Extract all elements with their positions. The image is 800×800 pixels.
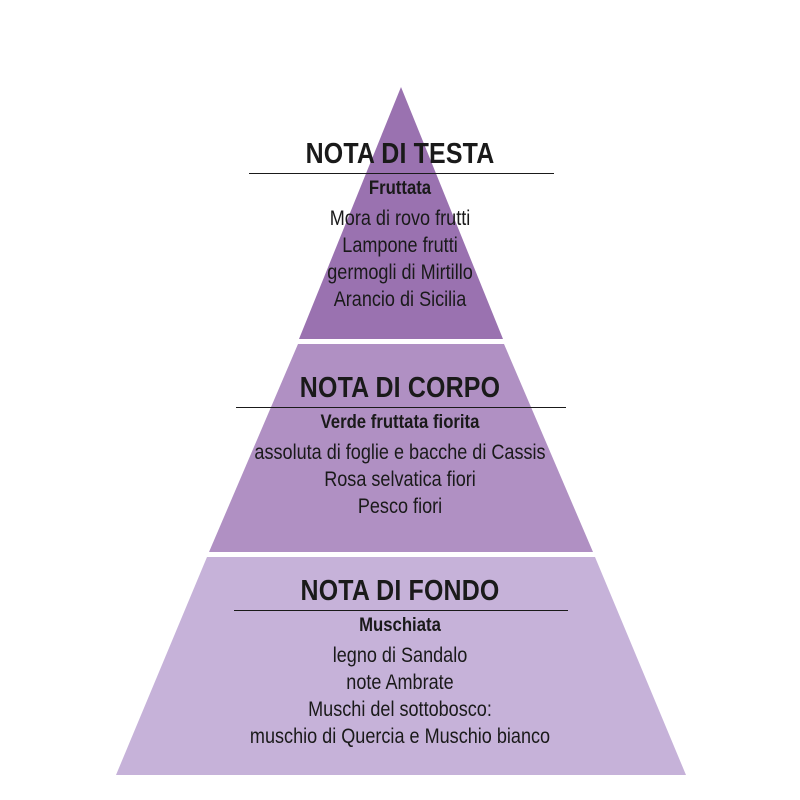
pyramid-tier-middle-shape — [209, 344, 593, 552]
tier-top-subtitle: Fruttata — [368, 178, 432, 199]
note-item: muschio di Quercia e Muschio bianco — [249, 725, 551, 748]
tier-middle-body: Verde fruttata fiorita assoluta di fogli… — [0, 411, 800, 520]
tier-top-notes: Mora di rovo frutti Lampone frutti germo… — [0, 205, 800, 313]
note-item: Lampone frutti — [342, 234, 458, 257]
note-item: Pesco fiori — [357, 495, 443, 518]
note-item: assoluta di foglie e bacche di Cassis — [254, 441, 546, 464]
tier-middle-divider — [236, 407, 566, 408]
note-item: note Ambrate — [346, 671, 454, 694]
tier-middle-title: NOTA DI CORPO — [299, 372, 501, 404]
note-item: Arancio di Sicilia — [333, 288, 467, 311]
tier-middle-notes: assoluta di foglie e bacche di Cassis Ro… — [0, 439, 800, 520]
tier-middle-text: NOTA DI CORPO — [0, 371, 800, 405]
note-item: Mora di rovo frutti — [329, 207, 471, 230]
tier-bottom-text: NOTA DI FONDO — [0, 574, 800, 608]
note-item: germogli di Mirtillo — [327, 261, 473, 284]
tier-top-divider — [249, 173, 554, 174]
note-item: Rosa selvatica fiori — [324, 468, 476, 491]
tier-bottom-body: Muschiata legno di Sandalo note Ambrate … — [0, 614, 800, 750]
tier-bottom-notes: legno di Sandalo note Ambrate Muschi del… — [0, 642, 800, 750]
tier-bottom-title: NOTA DI FONDO — [300, 575, 500, 607]
tier-top-title: NOTA DI TESTA — [305, 138, 495, 170]
tier-top-text: NOTA DI TESTA — [0, 137, 800, 171]
tier-bottom-divider — [234, 610, 568, 611]
note-item: Muschi del sottobosco: — [308, 698, 492, 721]
tier-top-body: Fruttata Mora di rovo frutti Lampone fru… — [0, 177, 800, 313]
tier-bottom-subtitle: Muschiata — [359, 615, 441, 636]
note-item: legno di Sandalo — [332, 644, 468, 667]
pyramid-tier-top-shape — [299, 87, 503, 339]
pyramid-tier-bottom-shape — [116, 557, 686, 775]
tier-middle-subtitle: Verde fruttata fiorita — [320, 412, 480, 433]
